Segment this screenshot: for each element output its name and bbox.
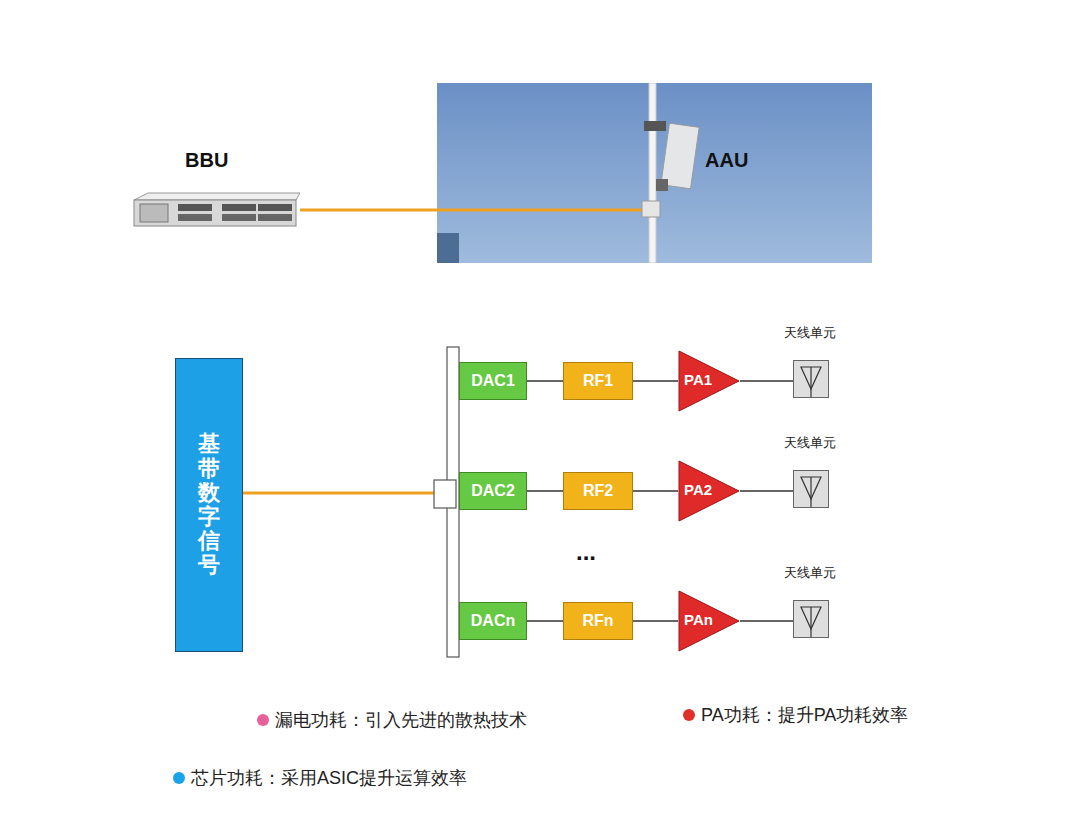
amplifier-triangle	[679, 461, 739, 521]
dac-node: DAC2	[459, 472, 527, 510]
building	[437, 233, 459, 263]
node-label: RF2	[583, 482, 613, 500]
pa-node: PA1	[678, 350, 740, 412]
connector	[243, 491, 459, 493]
connector	[527, 620, 563, 622]
legend-entry: PA功耗：提升PA功耗效率	[683, 703, 908, 727]
connector	[633, 490, 678, 492]
antenna-symbol	[794, 471, 828, 507]
aau-photo	[437, 83, 872, 263]
rf-node: RF2	[563, 472, 633, 510]
connector	[243, 381, 459, 493]
antenna-symbol	[810, 367, 811, 397]
connector	[243, 493, 459, 621]
connector	[740, 380, 793, 382]
antenna-box	[793, 360, 829, 398]
legend-text: 漏电功耗：引入先进的散热技术	[275, 708, 527, 732]
server-slot	[258, 214, 292, 221]
signal-wire	[437, 209, 647, 212]
node-label: RFn	[582, 612, 613, 630]
bus-connector	[434, 480, 456, 508]
connector	[300, 209, 437, 212]
aau-node: AAU	[437, 83, 872, 263]
node-label: DAC2	[471, 482, 515, 500]
legend-dot	[257, 714, 269, 726]
rf-node: RFn	[563, 602, 633, 640]
bracket	[644, 121, 666, 131]
ant-node: 天线单元	[770, 432, 850, 510]
aau-unit	[661, 123, 699, 189]
node-label: BBU	[185, 149, 228, 172]
dac-node: DAC1	[459, 362, 527, 400]
ant-node: 天线单元	[770, 322, 850, 400]
node-label: 天线单元	[768, 434, 852, 452]
bbu-node: BBU	[130, 145, 302, 233]
connector	[740, 490, 793, 492]
ant-node: 天线单元	[770, 562, 850, 640]
server-slot	[178, 214, 212, 221]
legend-dot	[173, 772, 185, 784]
node-label: RF1	[583, 372, 613, 390]
antenna-symbol	[810, 477, 811, 507]
bracket	[656, 179, 668, 191]
server-slot	[178, 204, 212, 211]
signal-wire	[243, 492, 434, 495]
legend-text: 芯片功耗：采用ASIC提升运算效率	[191, 766, 467, 790]
antenna-box	[793, 470, 829, 508]
server-panel	[140, 204, 168, 222]
connector	[633, 620, 678, 622]
node-label: AAU	[705, 149, 748, 172]
dac-node: DACn	[459, 602, 527, 640]
antenna-symbol	[794, 361, 828, 397]
ellipsis-label: ...	[576, 538, 596, 566]
antenna-box	[793, 600, 829, 638]
node-label: 天线单元	[768, 324, 852, 342]
connector	[527, 490, 563, 492]
amplifier-triangle	[679, 351, 739, 411]
server-slot	[222, 214, 256, 221]
legend-entry: 芯片功耗：采用ASIC提升运算效率	[173, 766, 467, 790]
connector	[740, 620, 793, 622]
pa-node: PAn	[678, 590, 740, 652]
pole	[649, 83, 656, 263]
server-front	[134, 200, 296, 226]
server-top	[134, 193, 300, 200]
server-slot	[222, 204, 256, 211]
node-label: DACn	[471, 612, 515, 630]
connector	[633, 380, 678, 382]
legend-text: PA功耗：提升PA功耗效率	[701, 703, 908, 727]
antenna-symbol	[810, 607, 811, 637]
node-label: PA1	[684, 371, 712, 388]
server-slot	[258, 204, 292, 211]
connector	[527, 380, 563, 382]
sky	[437, 83, 872, 263]
node-label: 基带数字信号	[198, 432, 220, 577]
pa-node: PA2	[678, 460, 740, 522]
node-label: PAn	[684, 611, 713, 628]
amplifier-triangle	[679, 591, 739, 651]
antenna-symbol	[794, 601, 828, 637]
node-label: 天线单元	[768, 564, 852, 582]
band-node: 基带数字信号	[175, 358, 243, 652]
legend-entry: 漏电功耗：引入先进的散热技术	[257, 708, 527, 732]
node-label: DAC1	[471, 372, 515, 390]
bbu-server	[130, 192, 300, 228]
legend-dot	[683, 709, 695, 721]
node-label: PA2	[684, 481, 712, 498]
bracket	[642, 201, 660, 217]
rf-node: RF1	[563, 362, 633, 400]
